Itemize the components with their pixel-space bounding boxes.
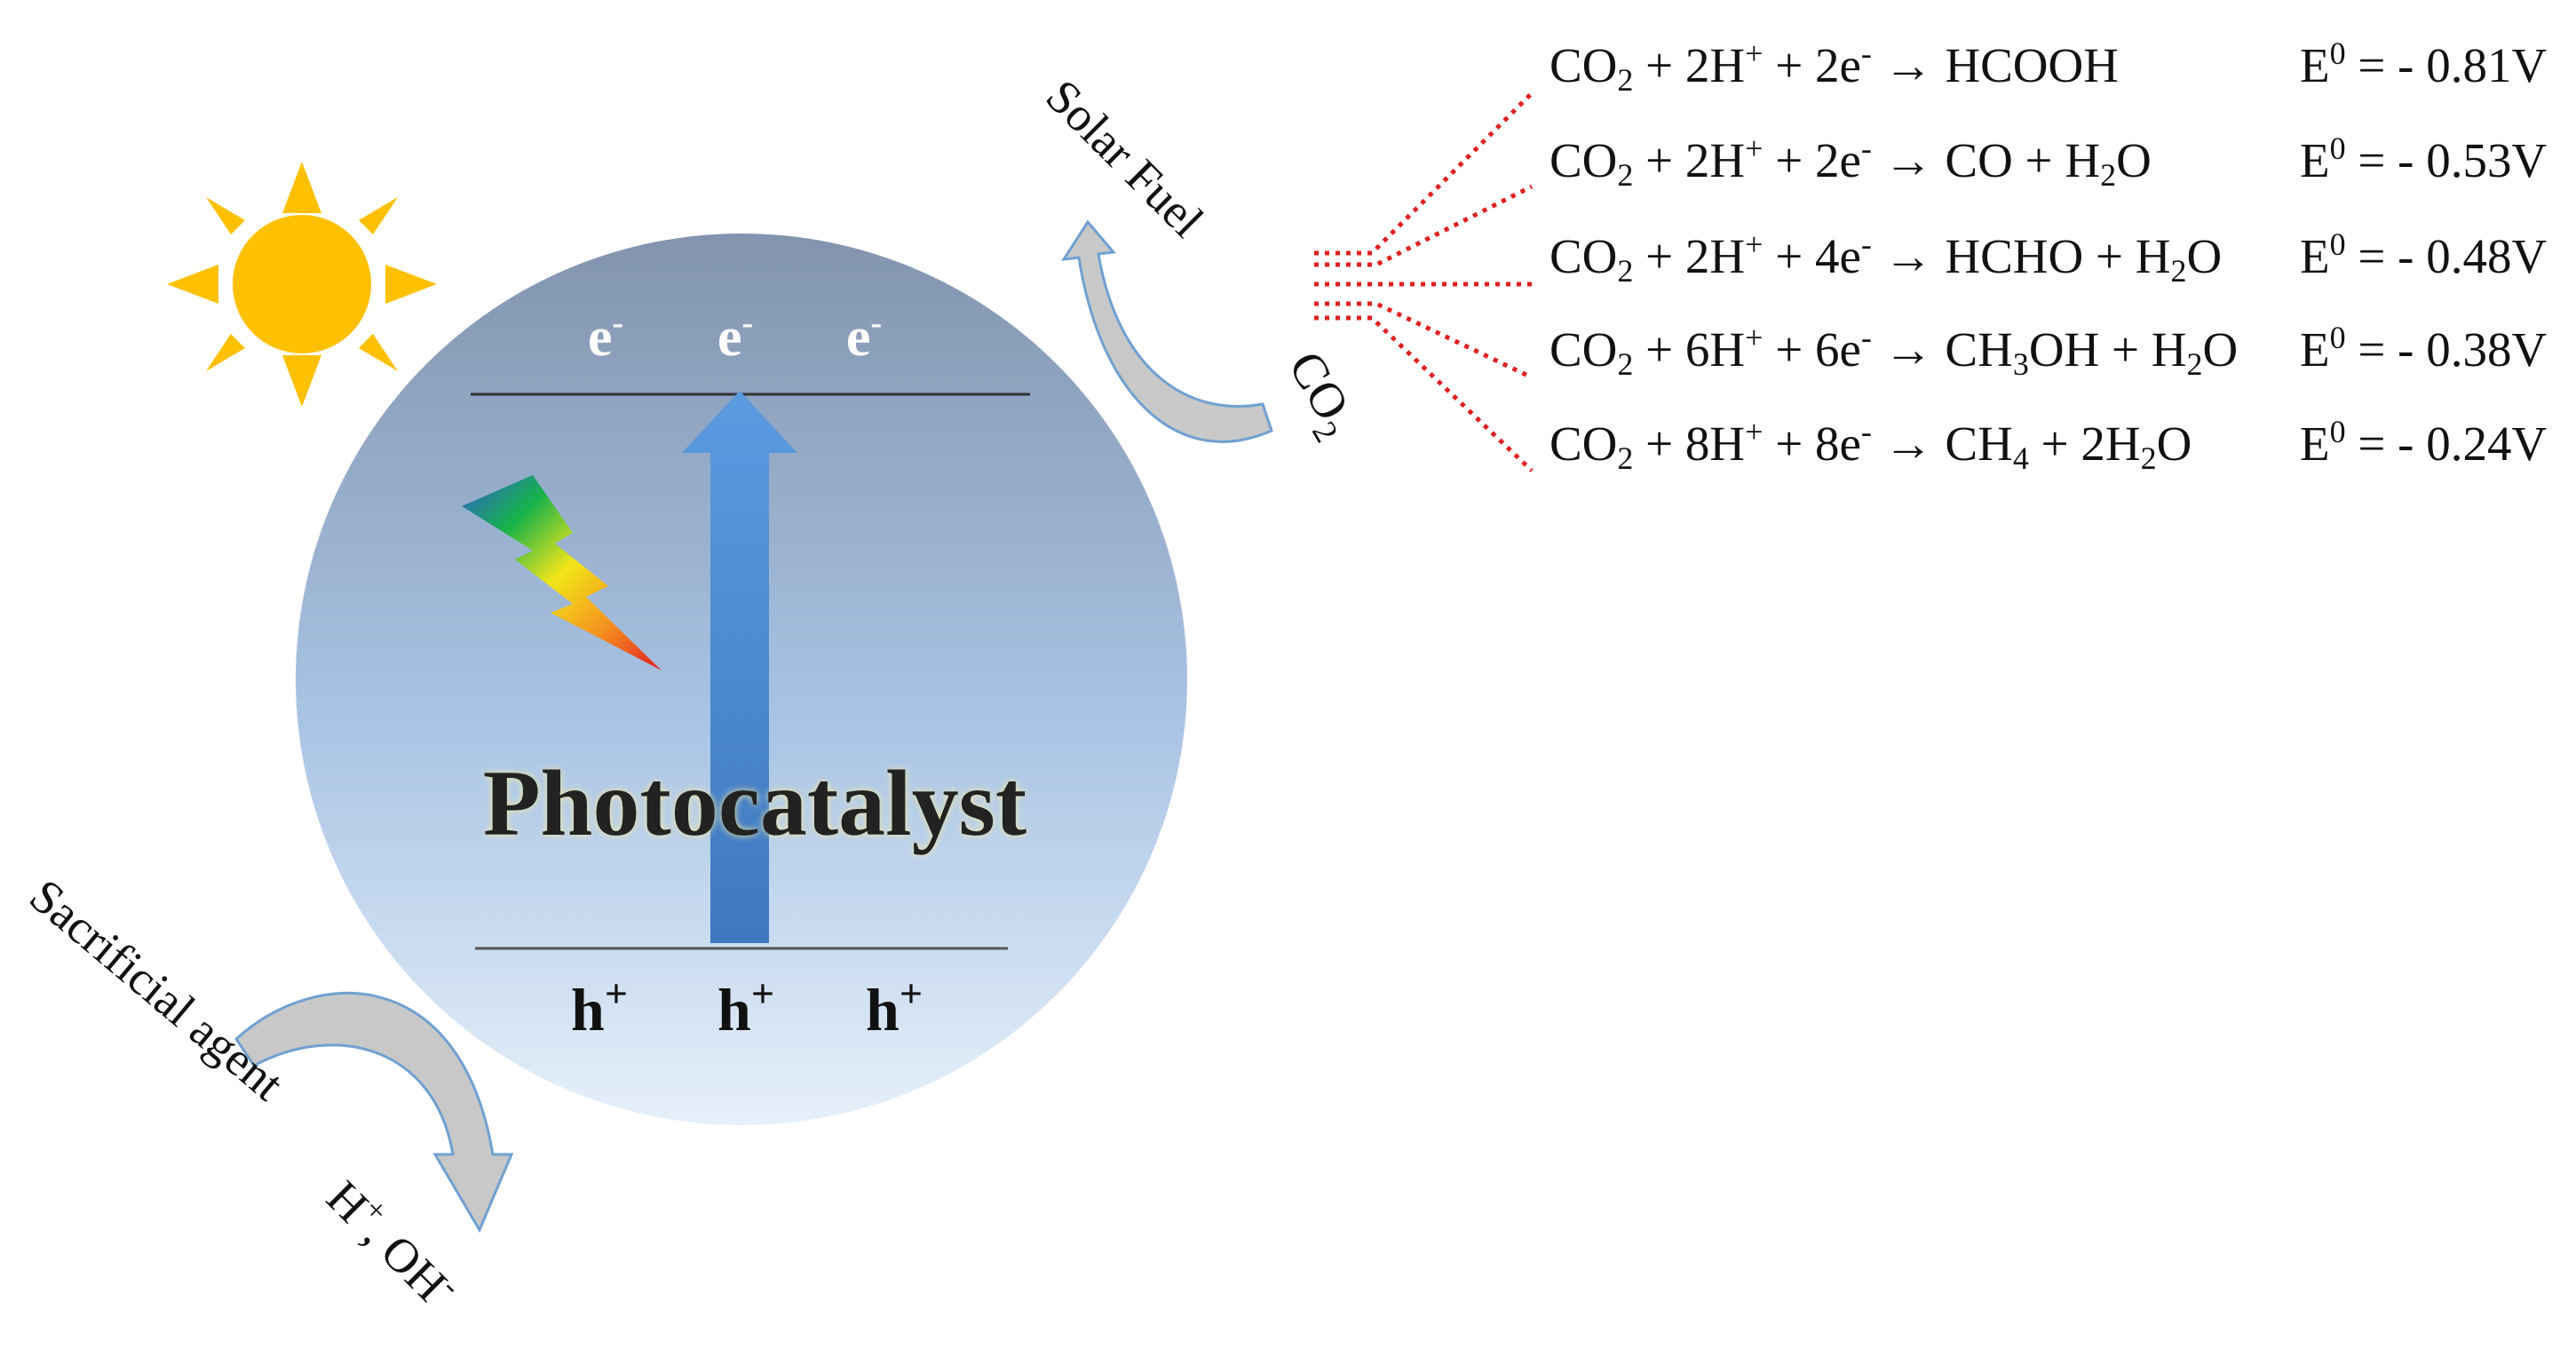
reaction-fan-lines: [1314, 91, 1534, 472]
reduction-potential: E0 = - 0.48V: [2300, 226, 2548, 283]
hole-label: h+: [866, 971, 923, 1043]
photocatalyst-title: Photocatalyst: [483, 751, 1026, 855]
fan-line: [1314, 91, 1534, 256]
reaction-equation: CO2 + 8H+ + 8e- → CH4 + 2H2O: [1550, 414, 2192, 476]
reduction-potential: E0 = - 0.53V: [2300, 131, 2548, 187]
products-label: H+, OH-: [317, 1167, 469, 1319]
excitation-arrow: [682, 391, 797, 943]
reaction-equation: CO2 + 2H+ + 4e- → HCHO + H2O: [1550, 226, 2223, 289]
electron-label: e-: [846, 305, 882, 368]
reduction-potential: E0 = - 0.38V: [2300, 320, 2548, 377]
solar-fuel-label: Solar Fuel: [1036, 69, 1214, 247]
curved-arrow-sacrificial: [234, 991, 514, 1233]
reaction-equation: CO2 + 6H+ + 6e- → CH3OH + H2O: [1550, 320, 2239, 382]
sun-icon: [167, 162, 437, 407]
hole-label: h+: [717, 971, 774, 1043]
lightning-bolt-icon: [462, 475, 662, 670]
sacrificial-agent-label: Sacrificial agent: [20, 868, 293, 1110]
co2-label: CO2: [1270, 343, 1368, 449]
reaction-equation: CO2 + 2H+ + 2e- → HCOOH: [1550, 36, 2119, 98]
fan-line: [1314, 315, 1534, 472]
hole-label: h+: [571, 971, 628, 1043]
curved-arrow-co2-to-fuel: [1061, 219, 1273, 443]
reaction-equation: CO2 + 2H+ + 2e- → CO + H2O: [1550, 131, 2152, 193]
electron-label: e-: [717, 305, 753, 368]
electron-label: e-: [588, 305, 623, 368]
reduction-potential: E0 = - 0.24V: [2300, 414, 2548, 471]
reduction-potential: E0 = - 0.81V: [2300, 36, 2548, 92]
